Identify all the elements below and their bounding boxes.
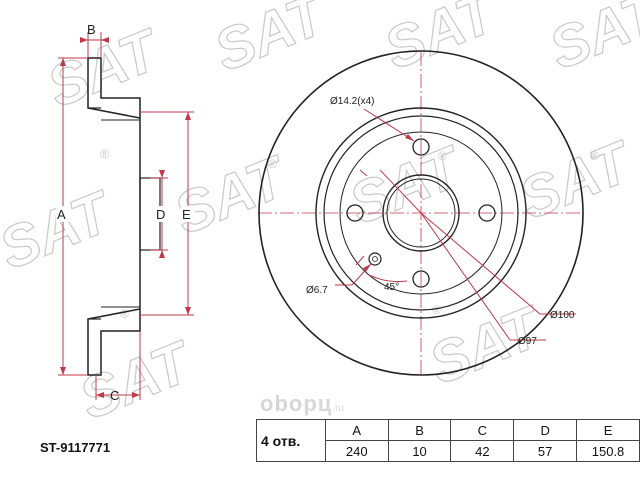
- svg-text:®: ®: [438, 149, 447, 163]
- svg-text:SAT: SAT: [376, 0, 508, 82]
- bolt-hole-bottom: [412, 270, 430, 288]
- spec-table: 4 отв. A B C D E 240 10 42 57 150.8: [256, 419, 640, 462]
- spec-header-row: 4 отв. A B C D E: [256, 419, 640, 462]
- header-c: C: [450, 419, 515, 441]
- label-d: D: [156, 207, 165, 222]
- bolt-hole-top: [412, 138, 430, 156]
- bolt-hole-left: [346, 204, 364, 222]
- spec-value-row: 240 10 42 57 150.8: [257, 440, 640, 462]
- bolt-hole-right: [478, 204, 496, 222]
- hat-inner-circle: [323, 115, 519, 311]
- svg-text:®: ®: [268, 157, 277, 171]
- value-e: 150.8: [576, 440, 640, 462]
- svg-text:SAT: SAT: [206, 0, 338, 84]
- label-angle: 45°: [384, 282, 399, 293]
- label-bolt-hole: Ø14.2(x4): [330, 96, 374, 107]
- svg-text:®: ®: [432, 303, 441, 317]
- value-d: 57: [513, 440, 578, 462]
- hub-step-circle: [339, 131, 503, 295]
- center-bore: [382, 174, 460, 252]
- center-bore-inner: [386, 178, 456, 248]
- hat-outer-circle: [315, 107, 527, 319]
- svg-text:SAT: SAT: [511, 128, 640, 232]
- header-d: D: [513, 419, 578, 441]
- svg-text:®: ®: [100, 147, 109, 161]
- value-c: 42: [450, 440, 515, 462]
- svg-text:SAT: SAT: [0, 178, 123, 282]
- disc-outer-circle: [258, 50, 584, 376]
- front-view: Ø14.2(x4) Ø6.7 45° Ø100 Ø97: [258, 50, 584, 376]
- holes-count: 4 отв.: [256, 419, 326, 462]
- header-a: A: [324, 419, 389, 441]
- svg-text:SAT: SAT: [541, 0, 640, 82]
- svg-text:®: ®: [120, 307, 129, 321]
- label-c: C: [110, 388, 119, 403]
- label-a: A: [57, 207, 66, 222]
- label-pin-hole: Ø6.7: [306, 285, 328, 296]
- side-view: A B C D E: [56, 22, 195, 403]
- svg-text:SAT: SAT: [166, 143, 298, 247]
- disc-profile: [87, 57, 141, 376]
- part-number: ST-9117771: [40, 440, 111, 455]
- header-b: B: [387, 419, 452, 441]
- value-a: 240: [324, 440, 389, 462]
- svg-text:SAT: SAT: [39, 16, 171, 120]
- site-logo-watermark: oboрц.ru: [260, 391, 344, 416]
- header-e: E: [576, 419, 640, 441]
- locating-pin-hole: [368, 252, 382, 266]
- value-b: 10: [387, 440, 452, 462]
- label-pcd-inner: Ø97: [518, 336, 537, 347]
- label-e: E: [182, 207, 191, 222]
- label-pcd-outer: Ø100: [550, 310, 575, 321]
- label-b: B: [87, 22, 96, 37]
- svg-text:®: ®: [590, 149, 599, 163]
- svg-text:SAT: SAT: [341, 133, 473, 237]
- sat-watermark: SAT SAT SAT SAT SAT SAT SAT SAT SAT SAT …: [0, 0, 640, 433]
- svg-text:SAT: SAT: [71, 328, 203, 432]
